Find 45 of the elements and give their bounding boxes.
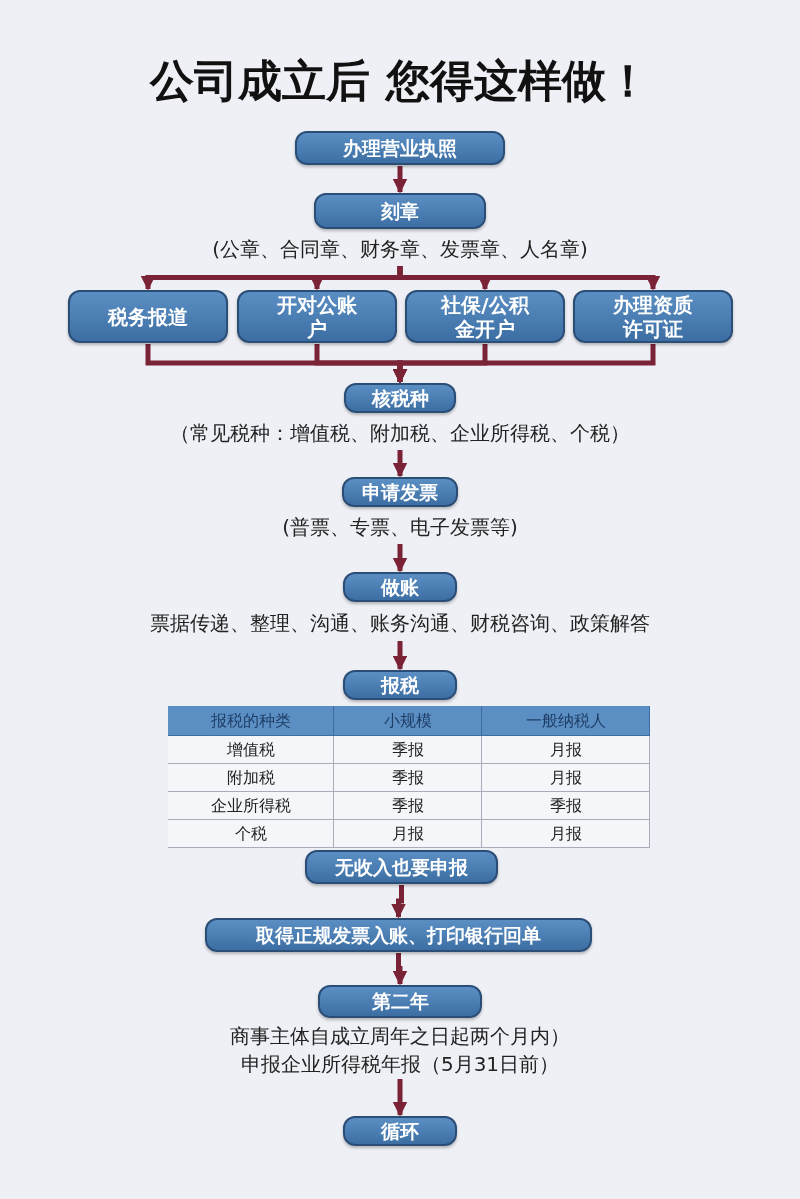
table-cell: 月报 xyxy=(482,764,650,792)
process-box: 开对公账户 xyxy=(237,290,397,343)
table-cell: 月报 xyxy=(482,736,650,764)
note-text: 票据传递、整理、沟通、账务沟通、财税咨询、政策解答 xyxy=(149,610,651,637)
process-box: 第二年 xyxy=(318,985,482,1018)
arrow xyxy=(392,544,408,573)
table-cell: 月报 xyxy=(482,820,650,848)
arrow xyxy=(392,344,656,384)
note-text: (普票、专票、电子发票等) xyxy=(281,514,519,541)
process-box: 申请发票 xyxy=(342,477,458,507)
arrow xyxy=(392,166,408,194)
table-cell: 增值税 xyxy=(168,736,334,764)
arrow xyxy=(392,1079,408,1117)
title: 公司成立后 您得这样做！ xyxy=(148,54,651,108)
table-cell: 季报 xyxy=(334,736,482,764)
arrow xyxy=(392,641,408,671)
table-cell: 季报 xyxy=(334,764,482,792)
arrow xyxy=(397,266,661,291)
note-text: 申报企业所得税年报（5月31日前） xyxy=(239,1051,561,1078)
table-cell: 月报 xyxy=(334,820,482,848)
table-cell: 附加税 xyxy=(168,764,334,792)
table-cell: 个税 xyxy=(168,820,334,848)
process-box: 无收入也要申报 xyxy=(305,850,498,884)
process-box: 循环 xyxy=(343,1116,457,1146)
table-header-cell: 报税的种类 xyxy=(168,706,334,736)
process-box: 办理营业执照 xyxy=(295,131,505,165)
table-cell: 企业所得税 xyxy=(168,792,334,820)
table-cell: 季报 xyxy=(334,792,482,820)
process-box: 社保/公积金开户 xyxy=(405,290,565,343)
arrow xyxy=(392,953,408,986)
table-header-cell: 小规模 xyxy=(334,706,482,736)
process-box: 税务报道 xyxy=(68,290,228,343)
process-box: 报税 xyxy=(343,670,457,700)
process-box: 做账 xyxy=(343,572,457,602)
arrow xyxy=(391,885,406,919)
process-box: 取得正规发票入账、打印银行回单 xyxy=(205,918,592,952)
table-header-cell: 一般纳税人 xyxy=(482,706,650,736)
process-box: 核税种 xyxy=(344,383,456,413)
arrow xyxy=(392,450,408,478)
note-text: (公章、合同章、财务章、发票章、人名章) xyxy=(211,236,589,263)
note-text: （常见税种：增值税、附加税、企业所得税、个税） xyxy=(169,420,631,447)
process-box: 刻章 xyxy=(314,193,486,229)
table-cell: 季报 xyxy=(482,792,650,820)
process-box: 办理资质许可证 xyxy=(573,290,733,343)
note-text: 商事主体自成立周年之日起两个月内） xyxy=(229,1023,571,1050)
